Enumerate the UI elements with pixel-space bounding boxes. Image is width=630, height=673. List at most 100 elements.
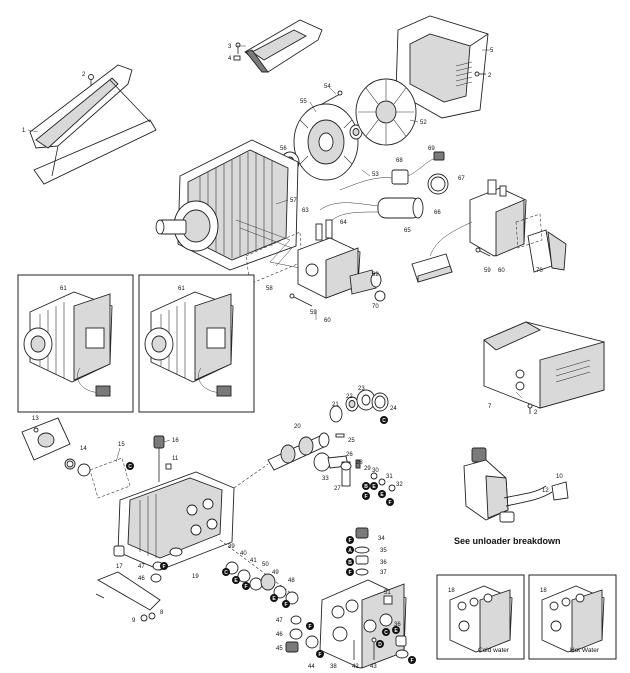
leader-lines: [27, 45, 523, 463]
svg-text:E: E: [234, 578, 238, 584]
callout: 46: [276, 632, 283, 638]
callout: 48: [288, 578, 295, 584]
callout: 38: [330, 664, 337, 670]
plug-34: [355, 527, 369, 539]
badge: F: [386, 498, 394, 506]
callout: 25: [348, 438, 355, 444]
callout: 67: [458, 176, 465, 182]
callout: 62: [372, 272, 379, 278]
svg-text:F: F: [318, 652, 321, 658]
oil-dipstick-16: [153, 435, 165, 482]
seal-stack: [219, 539, 301, 605]
badge: E: [378, 490, 386, 498]
callout: 15: [118, 442, 125, 448]
callout: 4: [228, 56, 232, 62]
svg-text:B: B: [348, 560, 352, 566]
callout: 59: [310, 310, 317, 316]
mounting-rail-8: [95, 571, 161, 611]
callout: 54: [324, 84, 331, 90]
screw-2a: [88, 74, 94, 86]
callout: 14: [80, 446, 87, 452]
screw-2c: [527, 403, 533, 414]
callout: 61: [60, 286, 67, 292]
relief-fitting-62: [349, 269, 382, 295]
unloader-caption: See unloader breakdown: [454, 536, 561, 546]
crankcase-fins: [139, 494, 157, 558]
callout: 21: [332, 402, 339, 408]
cover-plate-13: [21, 417, 71, 461]
callout: 68: [396, 158, 403, 164]
callout: 34: [378, 536, 385, 542]
callout: 53: [372, 172, 379, 178]
svg-text:E: E: [372, 484, 376, 490]
svg-text:B: B: [364, 484, 368, 490]
badge: F: [282, 600, 290, 608]
callout: 43: [370, 664, 377, 670]
svg-text:F: F: [244, 584, 247, 590]
gasket-15: [89, 457, 131, 499]
svg-text:F: F: [410, 658, 413, 664]
callout: 10: [556, 474, 563, 480]
callout: 36: [394, 622, 401, 628]
callout: 36: [380, 560, 387, 566]
inset-motor-assembly-2: [138, 274, 255, 413]
badge: E: [392, 626, 400, 634]
svg-text:F: F: [284, 602, 287, 608]
flange-23: [356, 389, 376, 411]
inset-hot-water: [528, 574, 617, 660]
callout: 44: [308, 664, 315, 670]
callout: 40: [240, 551, 247, 557]
inset-cold-water: [436, 574, 525, 660]
motor-end-bell: [293, 103, 359, 181]
capacitor-wires-63-64: [319, 202, 379, 223]
svg-text:F: F: [388, 500, 391, 506]
oring-14: [64, 458, 76, 470]
plug-11: [165, 463, 172, 470]
callout: 60: [498, 268, 505, 274]
callout: 66: [434, 210, 441, 216]
svg-text:C: C: [384, 630, 388, 636]
callout: 20: [294, 424, 301, 430]
manifold-head-38: [319, 579, 407, 669]
callout: 32: [396, 482, 403, 488]
oil-drain-17: [113, 545, 125, 557]
badge: E: [232, 576, 240, 584]
callout: 27: [334, 486, 341, 492]
svg-text:E: E: [394, 628, 398, 634]
bolt-54: [321, 90, 343, 105]
callout: 63: [302, 208, 309, 214]
callout: 42: [352, 664, 359, 670]
callout: 49: [272, 570, 279, 576]
lower-callouts: 13 14 15 16 11 20 21 22 23 24 25 26 33 2…: [32, 386, 563, 670]
callout: 47: [276, 618, 283, 624]
svg-text:E: E: [272, 596, 276, 602]
callout: 39: [228, 544, 235, 550]
upper-callouts: 1 2 3 4 5 2 55 54 53 52 56 57 69 68 67 6…: [22, 44, 543, 416]
callout: 70: [536, 268, 543, 274]
svg-text:F: F: [364, 494, 367, 500]
callout: 50: [262, 562, 269, 568]
callout: 2: [82, 72, 86, 78]
switch-box-60a: [297, 219, 361, 299]
callout: 51: [384, 590, 391, 596]
plunger-assy-26-32: [340, 459, 396, 492]
callout: 56: [280, 146, 287, 152]
fan-blades: [358, 80, 414, 144]
screw-3: [235, 42, 241, 54]
badge: C: [382, 628, 390, 636]
callout: 31: [386, 474, 393, 480]
nut-4: [233, 55, 241, 61]
badge: F: [316, 650, 324, 658]
valves-35-37: [354, 546, 370, 576]
badge: E: [370, 482, 378, 490]
badge: F: [306, 622, 314, 630]
washer-44: [305, 635, 319, 649]
callout: 3: [228, 44, 232, 50]
callout: 22: [346, 394, 353, 400]
badge: F: [160, 562, 168, 570]
callout: 37: [380, 570, 387, 576]
callout: 60: [324, 318, 331, 324]
capacitor-65: [377, 197, 424, 219]
callout: 46: [138, 576, 145, 582]
